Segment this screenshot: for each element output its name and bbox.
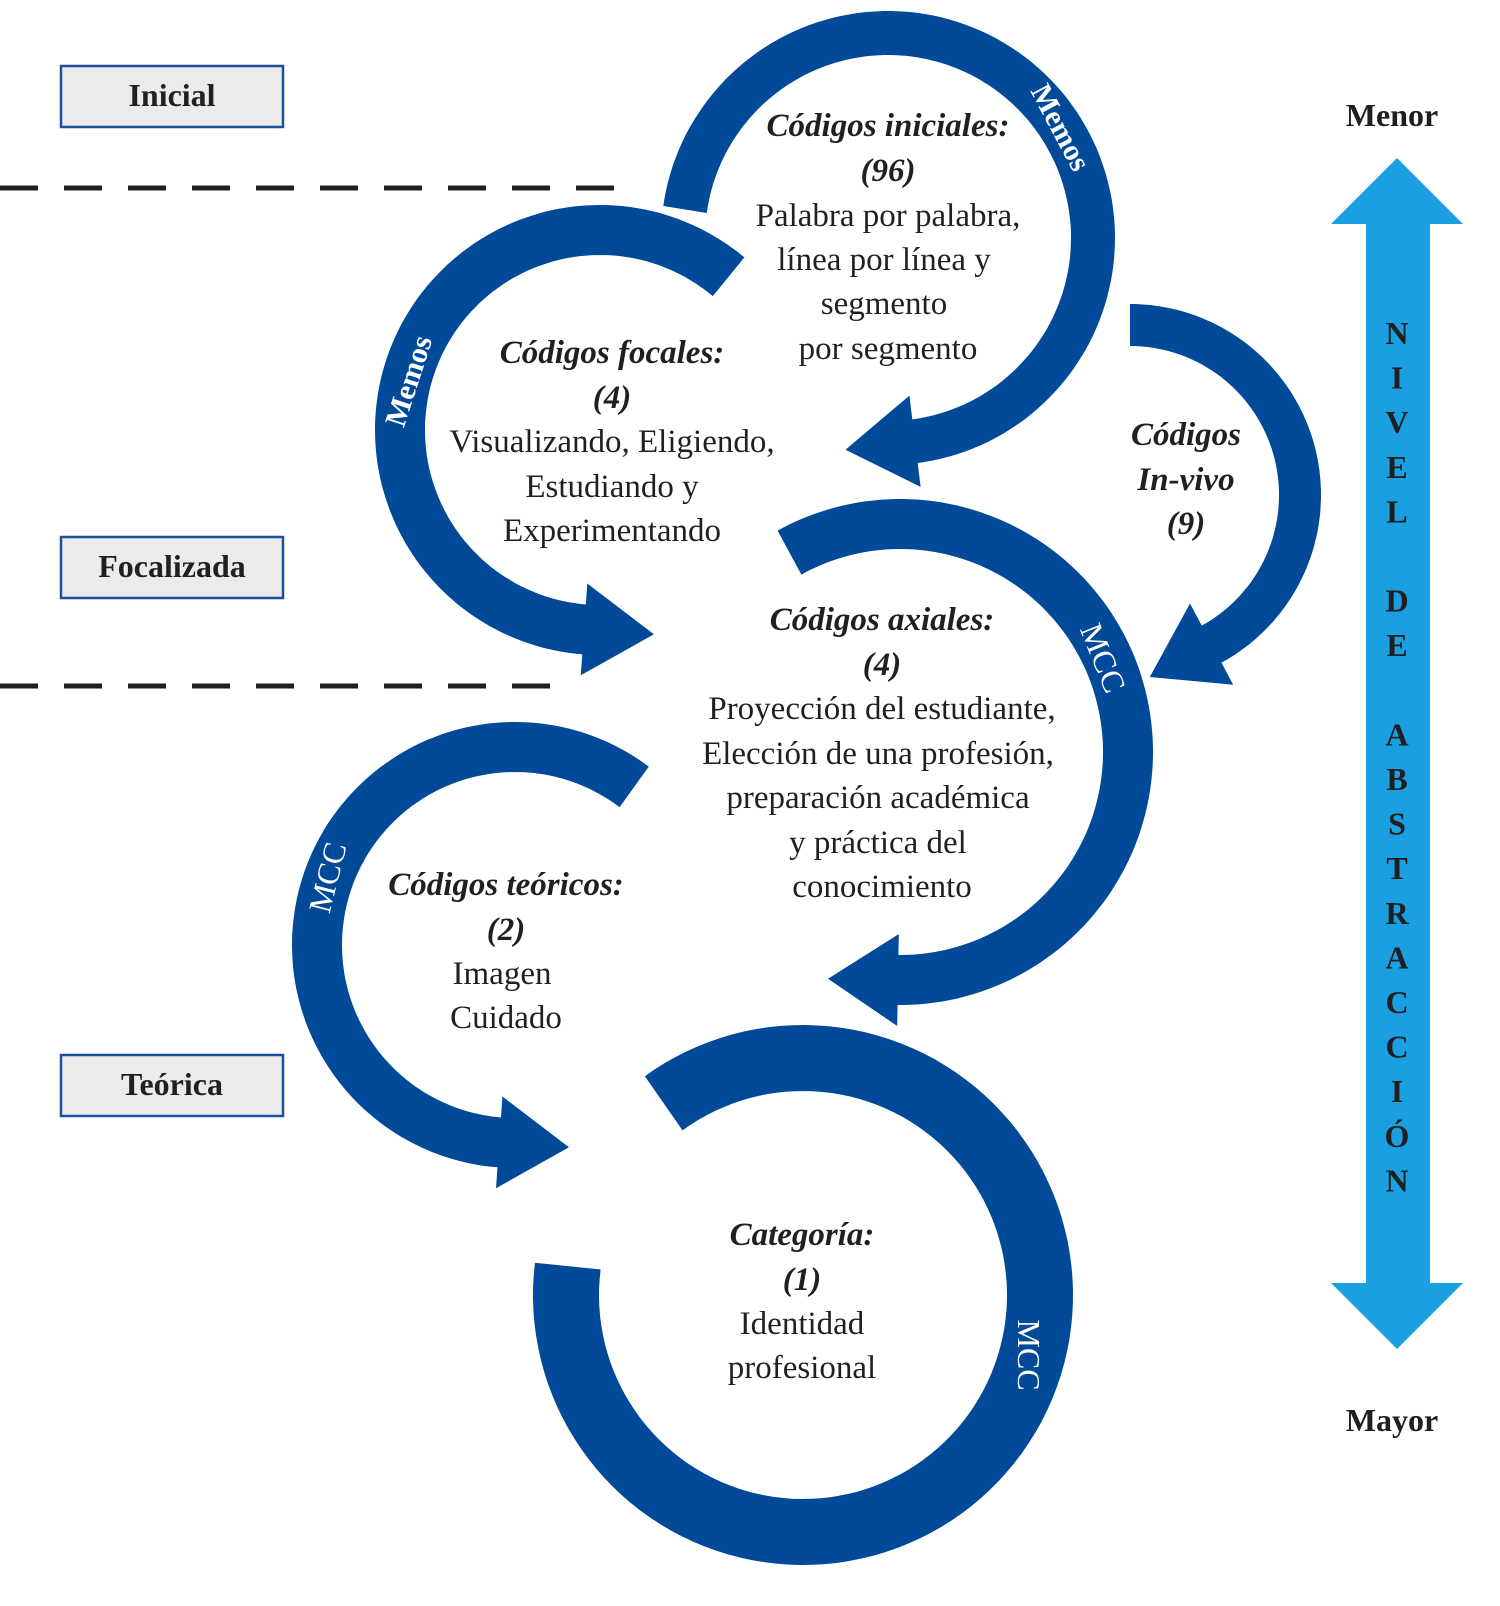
initial-codes-line: por segmento [799, 331, 978, 367]
category-text: Categoría: (1) Identidad profesional [728, 1217, 876, 1386]
focal-codes-line: Visualizando, Eligiendo, [449, 424, 774, 460]
initial-codes-arrowhead [845, 395, 921, 487]
scale-title-letter: R [1385, 895, 1409, 931]
stage-box-focused: Focalizada [59, 535, 285, 600]
stage-box-theoretical: Teórica [59, 1053, 285, 1118]
axial-codes-title: Códigos axiales: [770, 602, 995, 638]
initial-codes-line: Palabra por palabra, [756, 198, 1021, 234]
focal-codes-count: (4) [593, 380, 631, 416]
scale-title-letter: E [1386, 627, 1407, 663]
axial-codes-count: (4) [863, 647, 901, 683]
axial-codes-arc [777, 499, 1154, 1005]
axial-codes-arrowhead [828, 934, 899, 1026]
theoretical-codes-arc [292, 721, 649, 1168]
arcs-layer [292, 11, 1321, 1566]
category-count: (1) [783, 1262, 821, 1298]
stage-label-focused: Focalizada [98, 548, 246, 584]
scale-label-top: Menor [1346, 97, 1438, 133]
focal-codes-title: Códigos focales: [500, 335, 725, 371]
initial-codes-count: (96) [861, 153, 916, 189]
scale-title-letter: V [1385, 404, 1408, 440]
invivo-codes-text: Códigos In-vivo (9) [1131, 417, 1241, 542]
initial-codes-line: línea por línea y [777, 242, 991, 278]
scale-title-letter: D [1385, 583, 1408, 619]
scale-title-letter: Ó [1385, 1118, 1410, 1154]
theoretical-codes-title: Códigos teóricos: [388, 867, 624, 903]
category-line: Identidad [740, 1306, 865, 1342]
stage-label-theoretical: Teórica [121, 1066, 223, 1102]
scale-title-letter: A [1385, 939, 1408, 975]
scale-title-letter: L [1386, 493, 1407, 529]
axial-codes-line: preparación académica [726, 780, 1030, 816]
focal-codes-text: Códigos focales: (4) Visualizando, Eligi… [449, 335, 774, 549]
theoretical-codes-text: Códigos teóricos: (2) Imagen Cuidado [388, 867, 624, 1036]
scale-title-letter: N [1385, 315, 1408, 351]
focal-codes-arc [374, 204, 745, 655]
arc-label-mcc-category: MCC [1011, 1319, 1047, 1390]
initial-codes-title: Códigos iniciales: [767, 108, 1010, 144]
axial-codes-line: Proyección del estudiante, [708, 691, 1055, 727]
focal-codes-line: Experimentando [503, 513, 721, 549]
scale-title-letter: A [1385, 716, 1408, 752]
theoretical-codes-arrowhead [496, 1096, 569, 1189]
invivo-codes-title: In-vivo [1136, 462, 1234, 498]
scale-title-letter: S [1388, 806, 1406, 842]
scale-title-letter: E [1386, 449, 1407, 485]
scale-title-letter: T [1386, 850, 1407, 886]
axial-codes-line: conocimiento [792, 869, 972, 905]
initial-codes-arc [663, 11, 1116, 464]
scale-title-letter: I [1391, 360, 1403, 396]
theoretical-codes-count: (2) [487, 912, 525, 948]
scale-label-bottom: Mayor [1346, 1402, 1438, 1438]
stage-box-initial: Inicial [59, 64, 285, 129]
scale-title-letter: I [1391, 1073, 1403, 1109]
stage-label-initial: Inicial [128, 77, 215, 113]
invivo-codes-arrowhead [1149, 603, 1234, 685]
scale-title-letter: C [1385, 984, 1408, 1020]
category-line: profesional [728, 1350, 876, 1386]
category-title: Categoría: [730, 1217, 875, 1253]
invivo-codes-arc [1130, 304, 1321, 664]
initial-codes-text: Códigos iniciales: (96) Palabra por pala… [756, 108, 1021, 367]
scale-title-letter: C [1385, 1029, 1408, 1065]
axial-codes-text: Códigos axiales: (4) Proyección del estu… [702, 602, 1056, 905]
focal-codes-arrowhead [580, 583, 654, 676]
scale-title-letter: N [1385, 1162, 1408, 1198]
category-arc [532, 1024, 1074, 1566]
abstraction-double-arrow [1331, 158, 1463, 1349]
theoretical-codes-line: Imagen [453, 956, 552, 992]
invivo-codes-count: (9) [1167, 506, 1205, 542]
initial-codes-line: segmento [821, 286, 947, 322]
axial-codes-line: Elección de una profesión, [702, 736, 1054, 772]
theoretical-codes-line: Cuidado [450, 1000, 562, 1036]
invivo-codes-title: Códigos [1131, 417, 1241, 453]
axial-codes-line: y práctica del [789, 825, 967, 861]
focal-codes-line: Estudiando y [525, 469, 699, 505]
scale-title-letter: B [1386, 761, 1407, 797]
